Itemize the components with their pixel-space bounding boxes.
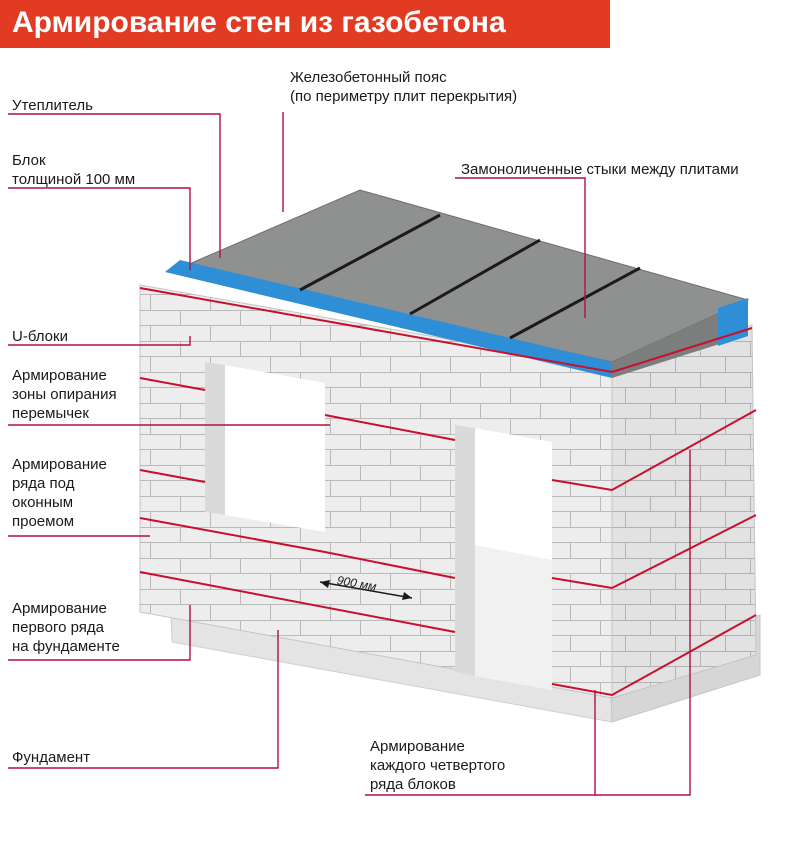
label-under-window: Армирование ряда под оконным проемом <box>12 456 107 530</box>
label-block-100mm: Блок толщиной 100 мм <box>12 152 136 188</box>
label-every-fourth-row: Армирование каждого четвертого ряда блок… <box>370 738 506 793</box>
label-concrete-belt: Железобетонный пояс (по периметру плит п… <box>290 69 518 105</box>
slab-joint <box>509 266 641 340</box>
title-bar: Армирование стен из газобетона <box>0 0 610 48</box>
label-foundation: Фундамент <box>12 749 91 766</box>
slab-joint <box>299 213 441 292</box>
slab-joint <box>409 238 541 316</box>
dimension-label: 900 мм <box>336 573 378 594</box>
floor-slab <box>165 189 750 378</box>
window-opening <box>225 365 325 532</box>
leader-lines <box>8 112 691 796</box>
page-title: Армирование стен из газобетона <box>12 6 506 39</box>
dimension-900: 900 мм <box>319 573 413 600</box>
side-wall <box>611 324 757 699</box>
label-first-row: Армирование первого ряда на фундаменте <box>12 600 120 655</box>
label-u-blocks: U-блоки <box>12 328 68 345</box>
label-lintel-zone: Армирование зоны опирания перемычек <box>12 367 117 422</box>
label-slab-joints: Замоноличенные стыки между плитами <box>461 161 739 178</box>
insulation-strip <box>165 260 612 378</box>
label-insulation: Утеплитель <box>12 97 93 114</box>
reinforcement-lines <box>139 287 757 697</box>
